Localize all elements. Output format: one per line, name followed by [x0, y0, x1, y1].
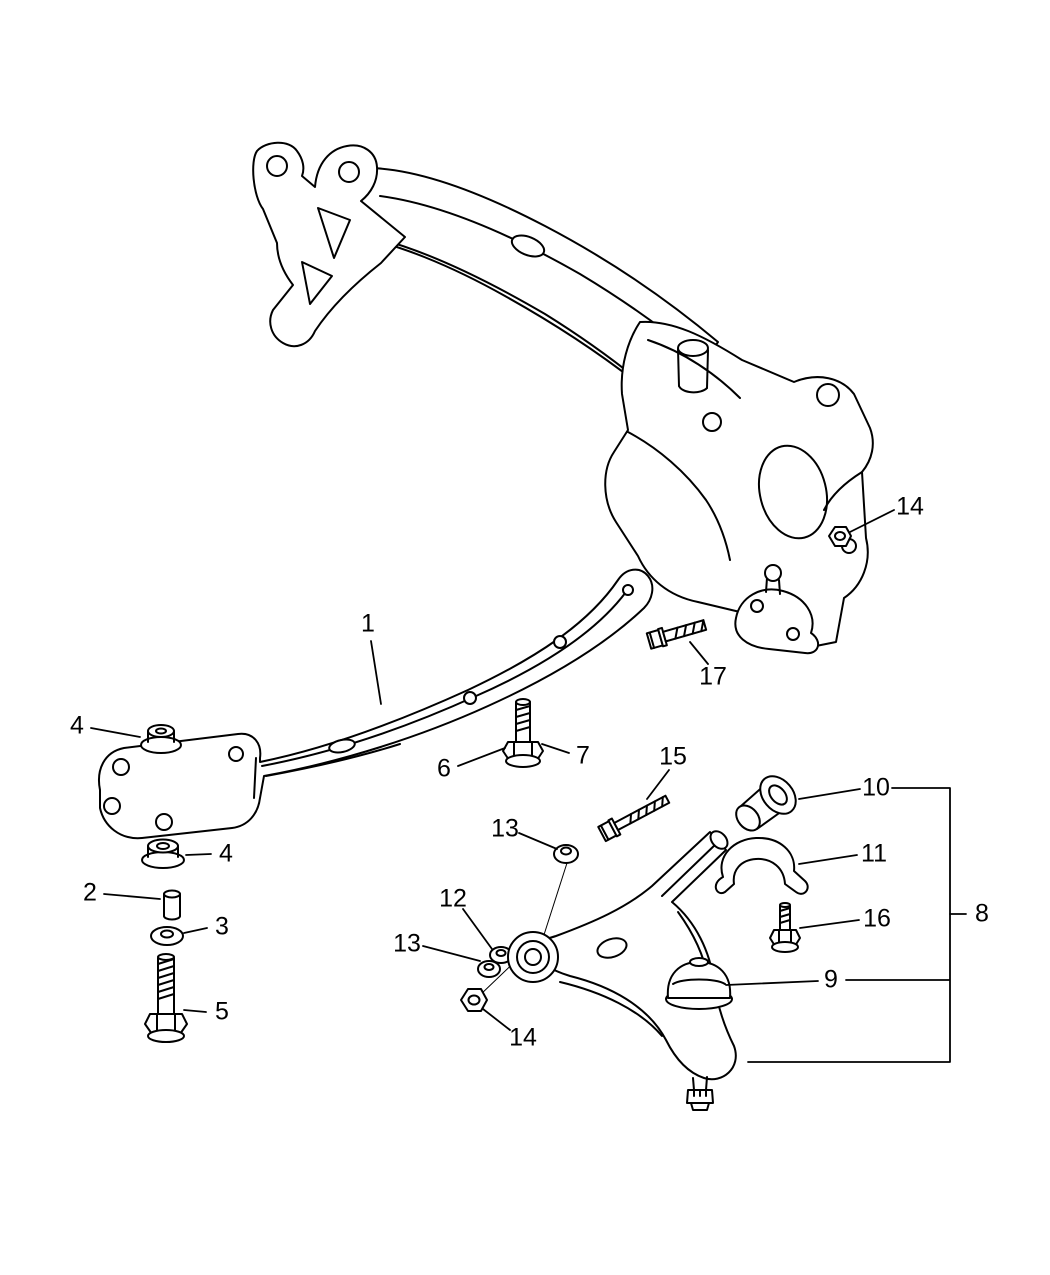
crossmember-bolt-6-7: [502, 698, 544, 768]
callout-6: 6: [437, 754, 451, 783]
callout-10: 10: [862, 773, 890, 802]
mount-insulator-upper: [140, 724, 182, 754]
engine-cradle: [252, 141, 874, 655]
callout-11: 11: [861, 839, 887, 868]
clamp-bolt-16: [769, 902, 801, 953]
callout-15: 15: [659, 742, 687, 771]
callout-4-lower: 4: [219, 839, 233, 868]
callout-17: 17: [699, 662, 727, 691]
callout-3: 3: [215, 912, 229, 941]
callout-16: 16: [863, 904, 891, 933]
nut-14-lower: [460, 988, 488, 1012]
washer-13-upper: [553, 844, 579, 864]
transmission-crossmember: [98, 568, 654, 840]
washer-3: [150, 926, 184, 946]
nut-14-upper: [828, 526, 852, 547]
callout-13-upper: 13: [491, 814, 519, 843]
callout-5: 5: [215, 997, 229, 1026]
assembly-bracket-8: [747, 787, 951, 1063]
pivot-bolt-15: [597, 794, 671, 843]
mount-bolt-5: [144, 953, 188, 1043]
callout-7: 7: [576, 741, 590, 770]
lower-control-arm: [507, 830, 737, 1111]
callout-12: 12: [439, 884, 467, 913]
callout-2: 2: [83, 878, 97, 907]
bushing-retainer-clamp: [714, 836, 809, 895]
ball-joint-boot: [665, 957, 733, 1010]
spacer-sleeve: [163, 889, 181, 921]
callout-13-lower: 13: [393, 929, 421, 958]
callout-leader-lines: [90, 509, 967, 1031]
callout-14-lower: 14: [509, 1023, 537, 1052]
callout-8: 8: [975, 899, 989, 928]
ball-joint-bolt-17: [645, 619, 708, 650]
callout-9: 9: [824, 965, 838, 994]
control-arm-bushing: [735, 775, 797, 832]
callout-4-upper: 4: [70, 711, 84, 740]
washer-12: [489, 946, 513, 964]
washer-13-lower: [477, 960, 501, 978]
mount-insulator-lower: [141, 838, 185, 869]
callout-1: 1: [361, 609, 375, 638]
callout-14-upper: 14: [896, 492, 924, 521]
